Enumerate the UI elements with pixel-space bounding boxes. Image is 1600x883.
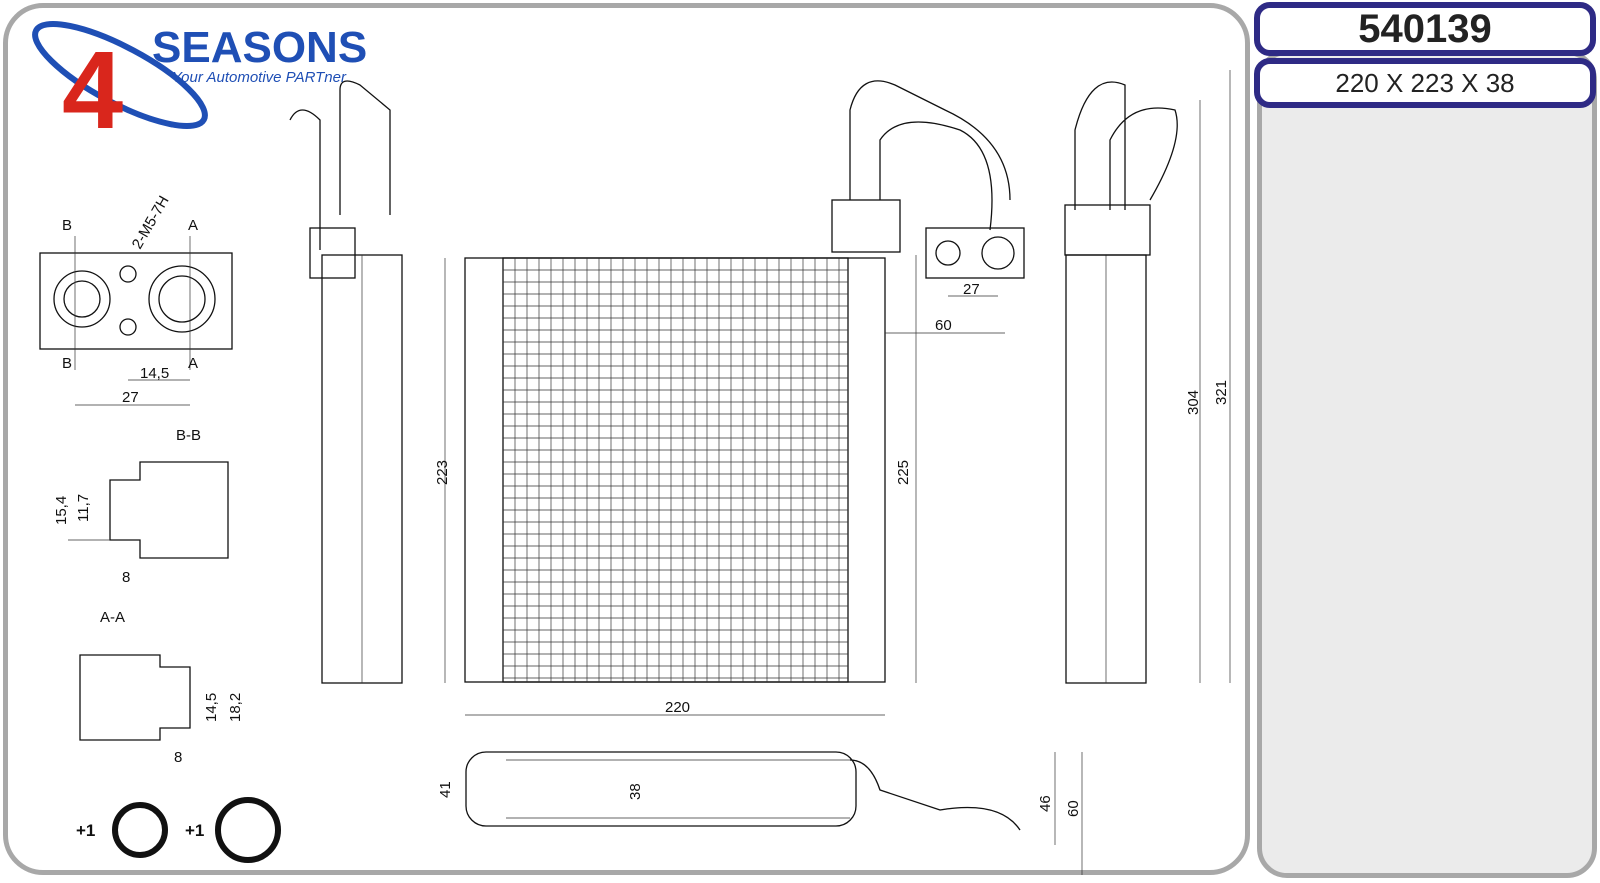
svg-text:14,5: 14,5 — [203, 693, 220, 722]
svg-text:B: B — [62, 217, 72, 234]
svg-text:A: A — [188, 217, 198, 234]
svg-text:27: 27 — [963, 281, 980, 298]
section-bb: B-B 15,4 11,7 8 — [53, 427, 229, 586]
left-side-view — [289, 80, 403, 684]
svg-text:8: 8 — [122, 569, 130, 586]
svg-text:60: 60 — [1065, 800, 1082, 817]
radiator-core — [464, 257, 886, 683]
part-number: 540139 — [1254, 2, 1596, 56]
o-rings: +1 +1 — [76, 797, 281, 863]
svg-text:18,2: 18,2 — [227, 693, 244, 722]
drawing-frame — [3, 3, 1250, 875]
front-dimensions: 223 225 220 — [434, 255, 917, 716]
svg-text:60: 60 — [935, 317, 952, 334]
svg-text:+1: +1 — [185, 821, 204, 840]
technical-drawing: 4 SEASONS Your Automotive PARTner B A 2-… — [32, 21, 1231, 875]
svg-text:Your Automotive PARTner: Your Automotive PARTner — [172, 69, 347, 86]
svg-text:+1: +1 — [76, 821, 95, 840]
svg-text:225: 225 — [895, 460, 912, 485]
svg-text:41: 41 — [437, 781, 454, 798]
o-ring-small — [112, 802, 168, 858]
svg-text:2-M5-7H: 2-M5-7H — [129, 193, 173, 252]
pipe-assembly: 27 60 — [831, 80, 1025, 334]
svg-text:223: 223 — [434, 460, 451, 485]
svg-text:38: 38 — [627, 783, 644, 800]
section-aa: A-A 14,5 18,2 8 — [79, 609, 244, 766]
svg-text:15,4: 15,4 — [53, 496, 70, 525]
svg-text:B: B — [62, 355, 72, 372]
svg-text:4: 4 — [62, 29, 123, 152]
svg-text:14,5: 14,5 — [140, 365, 169, 382]
svg-text:11,7: 11,7 — [75, 494, 92, 522]
bottom-view: 41 38 46 60 — [437, 751, 1083, 875]
info-side-panel — [1257, 50, 1597, 878]
right-side-view: 304 321 — [1064, 70, 1231, 684]
svg-text:220: 220 — [665, 699, 690, 716]
brand-logo: 4 SEASONS Your Automotive PARTner — [32, 21, 367, 152]
svg-text:27: 27 — [122, 389, 139, 406]
flange-view: B A 2-M5-7H B A 14,5 27 — [39, 193, 233, 406]
svg-text:SEASONS: SEASONS — [152, 23, 367, 72]
o-ring-large — [215, 797, 281, 863]
svg-text:304: 304 — [1185, 390, 1202, 415]
svg-text:46: 46 — [1037, 795, 1054, 812]
part-dimensions: 220 X 223 X 38 — [1254, 58, 1596, 108]
svg-text:A: A — [188, 355, 198, 372]
svg-text:A-A: A-A — [100, 609, 125, 626]
svg-text:321: 321 — [1213, 380, 1230, 405]
svg-text:8: 8 — [174, 749, 182, 766]
svg-text:B-B: B-B — [176, 427, 201, 444]
